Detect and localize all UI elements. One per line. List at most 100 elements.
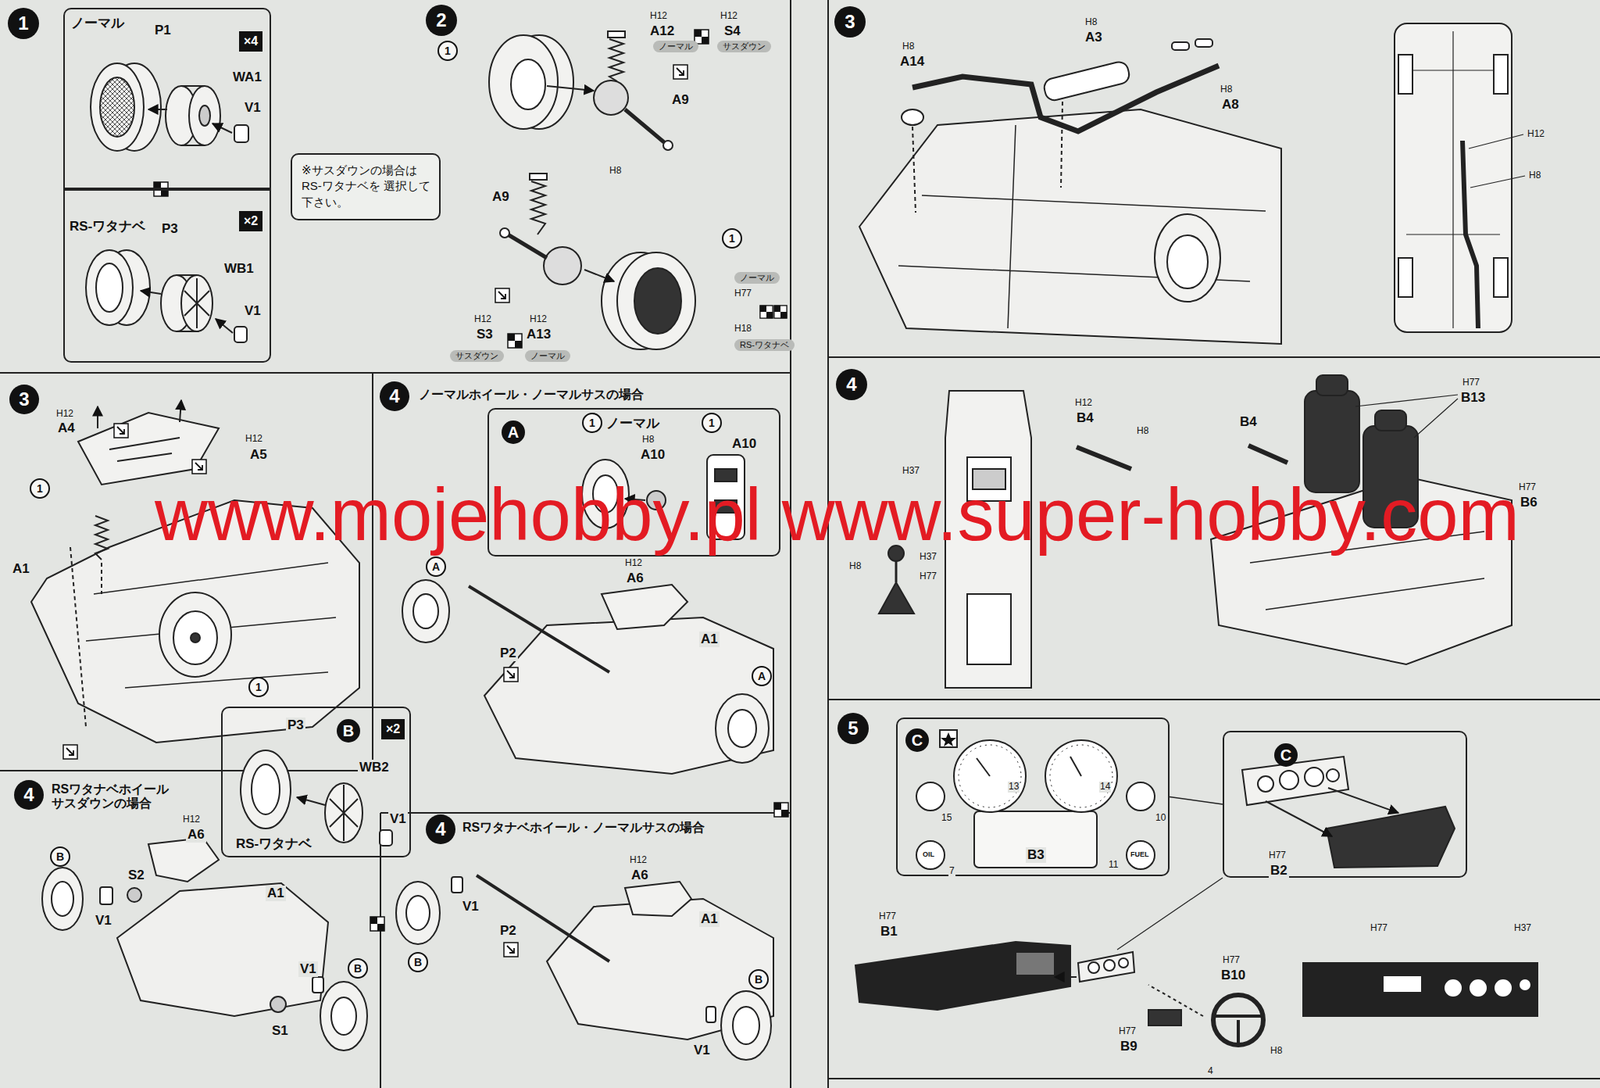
chassis-drawing <box>51 881 74 916</box>
paint-code: H77 <box>1368 922 1390 934</box>
variant-tag: サスダウン <box>717 40 772 53</box>
suspension-drawing <box>625 109 665 143</box>
dashboard-drawing <box>1265 800 1333 836</box>
suspension-drawing <box>531 181 546 235</box>
paint-code: H8 <box>1135 425 1150 437</box>
part-label: S1 <box>270 1022 290 1039</box>
suspension-drawing <box>507 234 547 258</box>
chassis-drawing <box>78 412 219 485</box>
exhaust-drawing <box>898 125 1266 329</box>
variant-tag: ノーマル <box>653 40 699 53</box>
panel-lines <box>828 356 1600 358</box>
chassis-drawing <box>312 976 324 993</box>
part-label: A10 <box>730 435 758 452</box>
part-label: B1 <box>878 923 900 940</box>
step-number: 4 <box>425 814 456 844</box>
part-label: ノーマル <box>604 415 661 432</box>
part-label: A5 <box>248 446 269 463</box>
part-label: B9 <box>1118 1038 1140 1054</box>
suspension-drawing <box>634 267 682 334</box>
chassis-drawing <box>329 784 358 841</box>
small-number: 7 <box>948 865 956 877</box>
part-label: V1 <box>298 960 318 977</box>
step-number: 4 <box>379 381 410 411</box>
wheel-drawing <box>90 63 144 151</box>
part-label: A8 <box>1220 96 1241 113</box>
paint-code: H8 <box>900 41 916 53</box>
part-label: B4 <box>1075 410 1096 426</box>
exhaust-drawing <box>912 126 916 213</box>
dashboard-drawing <box>1045 739 1118 812</box>
exhaust-drawing <box>1171 42 1190 50</box>
dashboard-drawing <box>958 744 1022 808</box>
part-label: V1 <box>93 912 114 929</box>
wheel-drawing <box>189 85 221 146</box>
interior-drawing <box>1375 410 1407 431</box>
step-number: 4 <box>14 779 44 810</box>
paint-code: H77 <box>1221 954 1242 966</box>
dashboard-drawing <box>953 739 1026 812</box>
dashboard-drawing <box>1215 1015 1261 1044</box>
part-label: A14 <box>898 53 926 70</box>
part-label: B2 <box>1268 862 1290 879</box>
callout-number: A <box>425 556 447 577</box>
chassis-drawing <box>109 437 180 461</box>
paint-code: H77 <box>1517 482 1538 493</box>
small-number: 11 <box>1107 859 1119 871</box>
interior-drawing <box>895 560 898 583</box>
dashboard-drawing <box>1326 806 1455 868</box>
wheel-drawing <box>148 108 168 111</box>
dashboard-drawing <box>1118 957 1129 968</box>
callout-number: B <box>347 957 368 979</box>
step-number: 1 <box>7 7 40 40</box>
suspension-drawing <box>663 140 673 150</box>
dashboard-drawing <box>1443 978 1463 997</box>
gauge-text: OIL <box>922 850 935 858</box>
suspension-drawing <box>607 31 625 38</box>
exhaust-drawing <box>1493 54 1508 94</box>
step-label: 4 <box>435 819 446 839</box>
dashboard-drawing <box>1148 1009 1182 1025</box>
subassembly-box: C <box>1222 730 1468 878</box>
quantity-badge: ×2 <box>239 210 263 232</box>
symbol-icons <box>673 64 688 79</box>
step-label: 5 <box>847 718 858 738</box>
paint-code: H77 <box>1460 377 1482 389</box>
paint-code: H18 <box>732 323 754 335</box>
step-heading: ノーマルホイール・ノーマルサスの場合 <box>417 387 646 402</box>
chassis-drawing <box>251 764 280 815</box>
interior-drawing <box>967 593 1011 665</box>
chassis-drawing <box>100 886 113 904</box>
step-label: 4 <box>846 375 857 394</box>
chassis-drawing <box>85 562 336 688</box>
paint-code: H12 <box>54 408 75 420</box>
panel-lines <box>0 371 791 374</box>
step-label: 2 <box>435 10 447 30</box>
dashboard-drawing <box>1148 984 1204 1016</box>
callout-number: A <box>751 665 772 686</box>
symbol-icons <box>63 744 78 759</box>
dashboard-drawing <box>1103 959 1115 971</box>
paint-code: H12 <box>181 814 202 825</box>
chassis-drawing <box>601 584 688 629</box>
part-label: P2 <box>498 922 518 939</box>
part-label: V1 <box>242 100 263 116</box>
wheel-drawing <box>215 318 233 333</box>
chassis-drawing <box>413 593 439 629</box>
suspension-drawing <box>529 173 547 180</box>
chassis-drawing <box>42 867 83 930</box>
dashboard-drawing <box>1279 770 1299 790</box>
suspension-drawing <box>617 252 696 350</box>
paint-code: H77 <box>1267 850 1288 861</box>
chassis-drawing <box>240 750 291 829</box>
part-label: A6 <box>185 826 207 843</box>
part-label: WB1 <box>222 260 256 277</box>
chassis-drawing <box>396 881 440 944</box>
dashboard-drawing <box>1126 840 1155 869</box>
dashboard-drawing <box>976 757 990 776</box>
suspension-drawing <box>489 35 558 129</box>
paint-code: H12 <box>528 314 549 325</box>
wheel-drawing <box>100 77 135 137</box>
exhaust-drawing <box>1470 175 1525 188</box>
wheel-drawing <box>212 123 233 133</box>
